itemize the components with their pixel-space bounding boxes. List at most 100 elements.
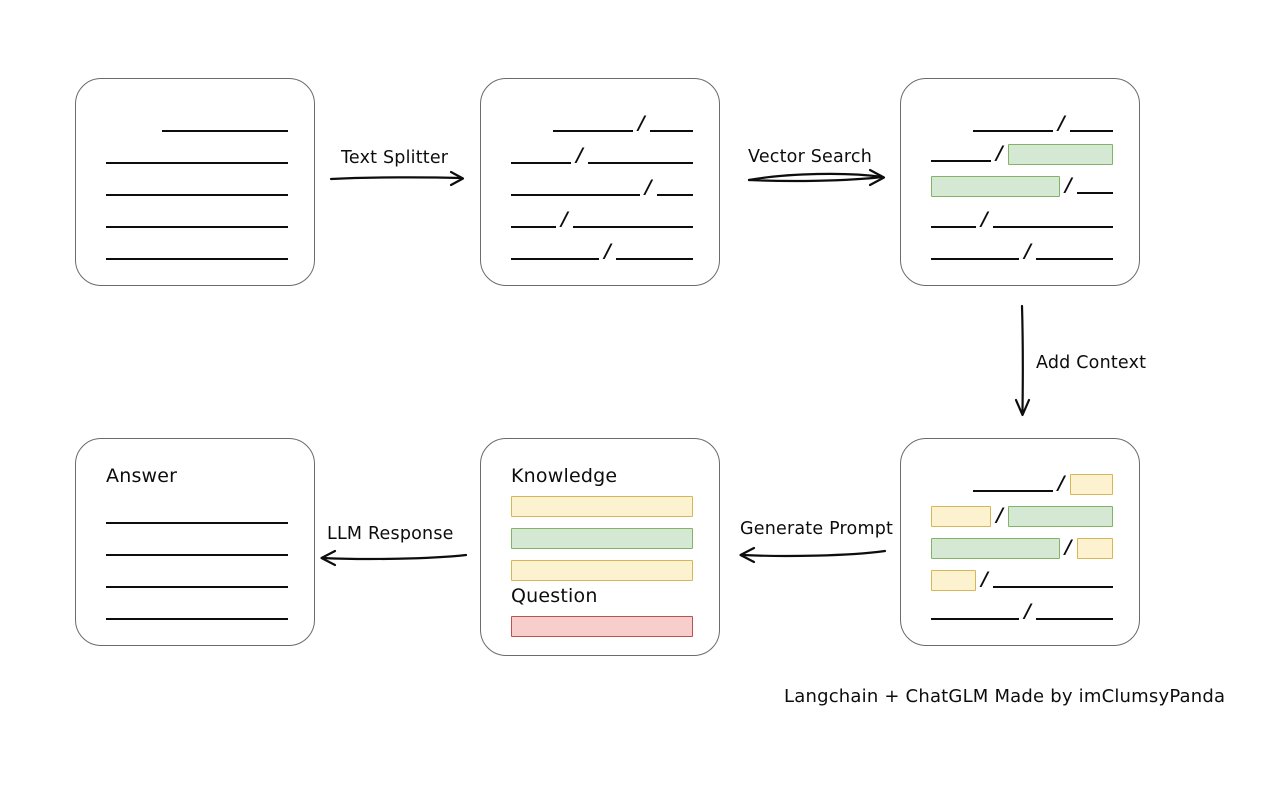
- text-line: [616, 258, 693, 260]
- source-document-rows: [76, 79, 314, 285]
- text-line: [511, 258, 600, 260]
- context-chunk-highlight: [931, 505, 992, 527]
- split-document-rows: / / / / /: [481, 79, 719, 285]
- text-line: [931, 226, 976, 228]
- edge-label-text-splitter: Text Splitter: [341, 148, 449, 168]
- split-separator: /: [637, 111, 645, 134]
- text-line: [106, 258, 288, 260]
- text-line: [931, 618, 1020, 620]
- question-label: Question: [511, 585, 598, 607]
- document-row: /: [511, 113, 693, 135]
- text-line: [106, 226, 288, 228]
- edge-label-add-context: Add Context: [1036, 353, 1147, 373]
- text-line: [106, 194, 288, 196]
- context-chunk-highlight: [1069, 473, 1113, 495]
- answer-line-row: [106, 537, 288, 559]
- document-row: /: [931, 175, 1113, 197]
- text-line: [656, 194, 693, 196]
- text-line: [1069, 130, 1113, 132]
- retrieved-chunk-highlight: [1007, 143, 1113, 165]
- text-line: [992, 586, 1113, 588]
- text-line: [511, 194, 640, 196]
- text-line: [1036, 618, 1113, 620]
- text-line: [106, 554, 288, 556]
- split-separator: /: [981, 567, 988, 590]
- knowledge-bar-row: [511, 495, 693, 517]
- knowledge-label: Knowledge: [511, 465, 618, 487]
- context-chunk-highlight: [1076, 537, 1113, 559]
- document-row: /: [931, 569, 1113, 591]
- text-line: [973, 490, 1053, 492]
- arrow-add-context: [1014, 304, 1031, 417]
- arrow-text-splitter: [329, 170, 465, 187]
- context-chunk-highlight: [931, 569, 976, 591]
- arrow-generate-prompt: [739, 546, 887, 564]
- text-line: [106, 522, 288, 524]
- arrow-llm-response: [320, 549, 468, 567]
- node-split-document[interactable]: / / / / /: [480, 78, 720, 286]
- text-line: [1076, 192, 1113, 194]
- split-separator: /: [996, 503, 1004, 526]
- document-row: /: [931, 537, 1113, 559]
- document-row: /: [931, 113, 1113, 135]
- split-separator: /: [560, 207, 568, 230]
- knowledge-bar-row: [511, 527, 693, 549]
- edge-label-vector-search: Vector Search: [748, 147, 873, 167]
- document-row: /: [931, 505, 1113, 527]
- text-line: [931, 160, 991, 162]
- answer-line-row: [106, 505, 288, 527]
- text-line: [553, 130, 633, 132]
- split-separator: /: [1024, 599, 1032, 622]
- document-row: /: [931, 241, 1113, 263]
- text-line: [1036, 258, 1113, 260]
- node-source-document[interactable]: [75, 78, 315, 286]
- vector-matched-rows: / / / / /: [901, 79, 1139, 285]
- text-line: [511, 226, 556, 228]
- split-separator: /: [995, 141, 1003, 164]
- document-row: [106, 241, 288, 263]
- document-row: /: [511, 241, 693, 263]
- document-row: /: [511, 209, 693, 231]
- document-row: /: [931, 143, 1113, 165]
- knowledge-bar: [511, 495, 693, 517]
- text-line: [106, 586, 288, 588]
- answer-line-row: [106, 601, 288, 623]
- document-row: /: [931, 601, 1113, 623]
- node-prompt[interactable]: Knowledge Question: [480, 438, 720, 656]
- context-added-rows: / / / / /: [901, 439, 1139, 645]
- text-line: [649, 130, 693, 132]
- edge-label-llm-response: LLM Response: [327, 524, 454, 544]
- retrieved-chunk-highlight: [1008, 505, 1113, 527]
- document-row: /: [511, 145, 693, 167]
- text-line: [106, 162, 288, 164]
- document-row: [106, 209, 288, 231]
- text-line: [572, 226, 693, 228]
- node-answer[interactable]: Answer: [75, 438, 315, 646]
- split-separator: /: [1057, 111, 1065, 134]
- text-line: [931, 258, 1020, 260]
- node-vector-matched-document[interactable]: / / / / /: [900, 78, 1140, 286]
- split-separator: /: [576, 143, 583, 166]
- edge-label-generate-prompt: Generate Prompt: [740, 519, 894, 539]
- knowledge-bar: [511, 559, 693, 581]
- question-bar-row: [511, 615, 693, 637]
- answer-rows: Answer: [76, 439, 314, 645]
- node-context-added-document[interactable]: / / / / /: [900, 438, 1140, 646]
- text-line: [106, 618, 288, 620]
- split-separator: /: [980, 207, 988, 230]
- document-row: /: [511, 177, 693, 199]
- split-separator: /: [1064, 173, 1072, 196]
- split-separator: /: [1064, 535, 1072, 558]
- text-line: [511, 162, 572, 164]
- text-line: [973, 130, 1053, 132]
- knowledge-bar-row: [511, 559, 693, 581]
- answer-title: Answer: [106, 465, 178, 487]
- split-separator: /: [1024, 239, 1032, 262]
- document-row: [106, 145, 288, 167]
- retrieved-chunk-highlight: [931, 537, 1060, 559]
- footer-credit: Langchain + ChatGLM Made by imClumsyPand…: [784, 686, 1226, 707]
- text-line: [162, 130, 288, 132]
- split-separator: /: [1057, 471, 1065, 494]
- knowledge-bar: [511, 527, 693, 549]
